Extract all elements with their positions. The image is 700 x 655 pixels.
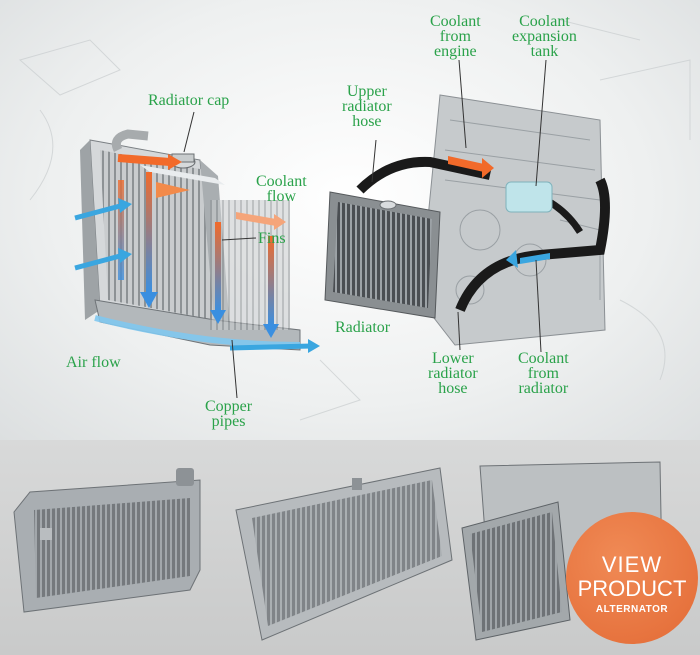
view-product-category: ALTERNATOR (595, 604, 669, 615)
label-upper-radiator-hose: Upper radiator hose (342, 83, 392, 130)
view-product-line2: PRODUCT (577, 576, 687, 601)
label-coolant-from-engine-line1: Coolant (430, 13, 481, 30)
label-fins: Fins (258, 230, 286, 247)
label-expansion-tank-line3: tank (530, 43, 559, 60)
label-coolant-from-engine: Coolant from engine (430, 13, 481, 60)
product-photo-radiator-1[interactable] (13, 468, 201, 613)
label-upper-hose-line1: Upper (346, 83, 387, 100)
label-from-radiator-line2: from (527, 365, 559, 382)
product-photo-radiator-2[interactable] (235, 467, 453, 641)
label-coolant-from-radiator: Coolant from radiator (518, 350, 569, 397)
label-expansion-tank-line2: expansion (512, 28, 577, 45)
cutaway-radiator (74, 111, 320, 399)
label-from-radiator-line3: radiator (518, 380, 569, 397)
label-from-radiator-line1: Coolant (518, 350, 569, 367)
label-upper-hose-line3: hose (352, 113, 382, 130)
label-coolant-from-engine-line3: engine (434, 43, 477, 60)
label-coolant-flow-line1: Coolant (256, 173, 307, 190)
label-upper-hose-line2: radiator (342, 98, 392, 115)
label-coolant-expansion-tank: Coolant expansion tank (512, 13, 577, 60)
label-expansion-tank-line1: Coolant (519, 13, 570, 30)
engine-radiator-assembly (324, 59, 610, 353)
label-copper-pipes-line2: pipes (211, 413, 246, 430)
label-lower-hose-line1: Lower (431, 350, 474, 367)
label-coolant-flow-line2: flow (266, 188, 296, 205)
view-product-line1: VIEW (601, 552, 663, 577)
product-photos (13, 461, 663, 641)
label-coolant-flow: Coolant flow (256, 173, 307, 205)
label-lower-hose-line3: hose (438, 380, 468, 397)
label-copper-pipes: Copper pipes (205, 398, 253, 430)
cooling-diagram-panel: Radiator cap Coolant flow Fins Air flow … (0, 0, 700, 440)
label-air-flow: Air flow (66, 354, 121, 371)
label-coolant-from-engine-line2: from (439, 28, 471, 45)
background-sketch (18, 19, 691, 421)
view-product-button[interactable]: VIEW PRODUCT ALTERNATOR (566, 512, 698, 644)
label-radiator-cap: Radiator cap (148, 92, 230, 109)
cooling-diagram-artwork (18, 19, 691, 421)
label-lower-radiator-hose: Lower radiator hose (428, 350, 478, 397)
label-radiator: Radiator (335, 319, 391, 336)
label-lower-hose-line2: radiator (428, 365, 478, 382)
label-copper-pipes-line1: Copper (205, 398, 253, 415)
